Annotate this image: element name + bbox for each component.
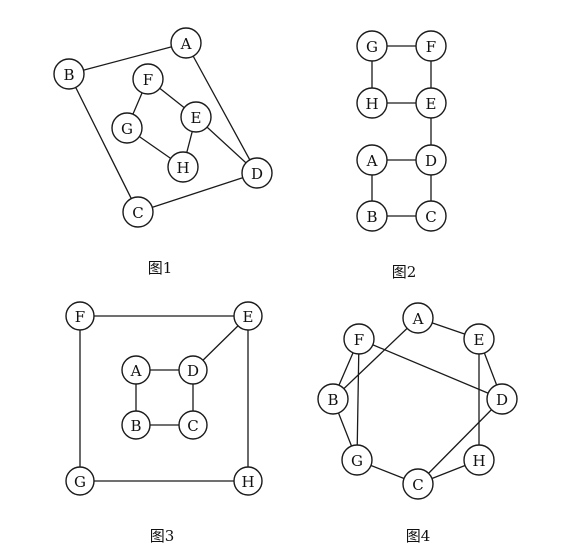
figure-3-node-label-F: F <box>75 308 85 326</box>
figure-1-node-C <box>122 196 154 228</box>
figure-3-node-H <box>233 466 263 496</box>
figure-4-edge-F-D <box>358 338 503 400</box>
figure-2-caption: 图2 <box>392 263 417 281</box>
figure-2-node-label-B: B <box>366 208 377 226</box>
figure-1-node-label-D: D <box>251 165 263 183</box>
figure-3-node-label-G: G <box>74 473 86 491</box>
figure-1-node-E <box>180 101 212 133</box>
figure-4-node-label-B: B <box>327 391 338 409</box>
figure-2-node-D <box>415 144 447 176</box>
figure-2-node-label-H: H <box>365 95 378 113</box>
figure-3-node-A <box>121 355 151 385</box>
figure-1-node-label-F: F <box>143 71 153 89</box>
figure-3-node-B <box>121 410 151 440</box>
figure-4-node-label-C: C <box>412 476 423 494</box>
figure-1: A B C D E F G H 图1 <box>53 27 273 277</box>
figure-1-edge-B-C <box>68 73 139 213</box>
figure-3-node-label-E: E <box>243 308 254 326</box>
figure-1-node-A <box>170 27 202 59</box>
figure-4-node-E <box>463 323 495 355</box>
figure-1-node-B <box>53 58 85 90</box>
figure-4-edge-G-F <box>356 338 360 461</box>
figure-2-node-H <box>356 87 388 119</box>
figure-3: F E G H A D B C 图3 <box>65 301 263 545</box>
figure-4-caption: 图4 <box>406 527 431 545</box>
figure-2-node-C <box>415 200 447 232</box>
figure-2-node-label-G: G <box>366 38 378 56</box>
figure-4-node-label-F: F <box>354 331 364 349</box>
figure-1-node-label-E: E <box>191 109 202 127</box>
figure-2-node-label-C: C <box>425 208 436 226</box>
figure-2-node-label-F: F <box>426 38 436 56</box>
figure-4-node-G <box>341 444 373 476</box>
figure-3-node-C <box>178 410 208 440</box>
figure-4-node-label-E: E <box>474 331 485 349</box>
figure-4-node-B <box>317 383 349 415</box>
figure-1-edge-A-B <box>68 42 187 75</box>
figure-3-node-label-H: H <box>241 473 254 491</box>
figure-4-node-C <box>402 468 434 500</box>
figure-1-node-label-C: C <box>132 204 143 222</box>
figure-4-node-label-G: G <box>351 452 363 470</box>
figure-1-node-label-G: G <box>121 120 133 138</box>
figure-4-edge-D-C <box>417 398 503 485</box>
figure-4-node-F <box>343 323 375 355</box>
figure-2-node-F <box>415 30 447 62</box>
figure-1-node-label-B: B <box>63 66 74 84</box>
figure-2-node-label-A: A <box>366 152 378 170</box>
figure-2-node-A <box>356 144 388 176</box>
figure-3-node-D <box>178 355 208 385</box>
figure-4-node-A <box>402 302 434 334</box>
figure-1-caption: 图1 <box>148 259 173 277</box>
figure-1-edge-A-D <box>185 42 258 174</box>
figure-4-node-label-H: H <box>472 452 485 470</box>
figure-4-edge-B-A <box>332 317 419 400</box>
figure-3-node-label-C: C <box>187 417 198 435</box>
figure-3-node-label-D: D <box>187 362 199 380</box>
figure-1-node-H <box>167 151 199 183</box>
figure-1-node-D <box>241 157 273 189</box>
figure-2-node-B <box>356 200 388 232</box>
figure-4-node-H <box>463 444 495 476</box>
figure-3-node-F <box>65 301 95 331</box>
figure-1-node-label-A: A <box>180 35 192 53</box>
figure-2-node-G <box>356 30 388 62</box>
figure-3-node-label-A: A <box>130 362 142 380</box>
figure-4-node-label-A: A <box>412 310 424 328</box>
figure-2-node-E <box>415 87 447 119</box>
figure-2-node-label-E: E <box>426 95 437 113</box>
figure-4: A F E B D G H C 图4 <box>317 302 518 545</box>
figure-1-node-G <box>111 112 143 144</box>
figure-2: G F H E A D B C 图2 <box>356 30 447 281</box>
figure-1-node-label-H: H <box>176 159 189 177</box>
figure-3-node-E <box>233 301 263 331</box>
figure-1-edge-C-D <box>137 172 258 213</box>
figure-3-node-G <box>65 466 95 496</box>
figure-3-node-label-B: B <box>130 417 141 435</box>
figure-3-caption: 图3 <box>150 527 175 545</box>
figure-2-node-label-D: D <box>425 152 437 170</box>
figure-4-node-D <box>486 383 518 415</box>
figure-1-node-F <box>132 63 164 95</box>
figure-4-node-label-D: D <box>496 391 508 409</box>
